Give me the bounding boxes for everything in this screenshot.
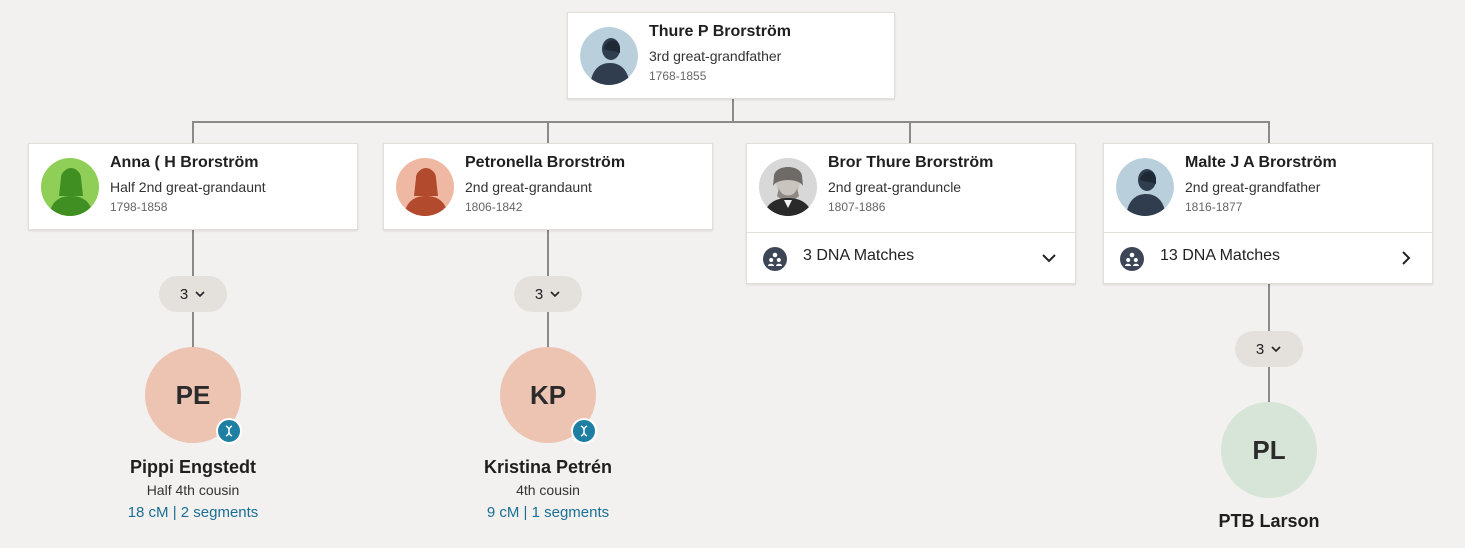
person-card-bror[interactable]: Bror Thure Brorström 2nd great-granduncl…	[746, 143, 1076, 284]
match-initials: PL	[1252, 434, 1286, 465]
chevron-right-icon	[1402, 251, 1411, 265]
person-relationship: 2nd great-granduncle	[828, 179, 962, 195]
match-relationship: 4th cousin	[516, 482, 580, 498]
match-name[interactable]: Pippi Engstedt	[130, 457, 256, 477]
chevron-down-icon	[1271, 346, 1281, 353]
connector-child-4	[1268, 121, 1270, 145]
person-card-petronella[interactable]: Petronella Brorström 2nd great-grandaunt…	[383, 143, 713, 230]
connector-child-3	[909, 121, 911, 145]
match-initials: PE	[175, 379, 211, 410]
dna-matches-label: 3 DNA Matches	[803, 247, 915, 264]
count-value: 3	[179, 285, 189, 303]
dna-helix-icon	[571, 418, 597, 444]
person-name[interactable]: Petronella Brorström	[465, 154, 626, 171]
male-silhouette-icon	[580, 27, 638, 85]
person-relationship: 3rd great-grandfather	[649, 48, 782, 64]
connector-horizontal	[192, 121, 1270, 123]
female-silhouette-icon	[41, 158, 99, 216]
person-card-root[interactable]: Thure P Brorström 3rd great-grandfather …	[567, 12, 895, 99]
dna-matches-toggle[interactable]: 3 DNA Matches	[747, 232, 1075, 285]
dna-matches-link[interactable]: 13 DNA Matches	[1104, 232, 1432, 285]
match-name[interactable]: PTB Larson	[1218, 511, 1320, 531]
person-dates: 1798-1858	[110, 200, 168, 214]
chevron-down-icon	[550, 291, 560, 298]
person-dates: 1768-1855	[649, 69, 707, 83]
count-value: 3	[1255, 340, 1265, 358]
expand-count-pill-anna[interactable]: 3	[159, 276, 227, 312]
connector-child-1	[192, 121, 194, 145]
match-shared-dna-link[interactable]: 9 cM | 1 segments	[486, 504, 610, 521]
male-silhouette-icon	[1116, 158, 1174, 216]
expand-count-pill-petronella[interactable]: 3	[514, 276, 582, 312]
people-group-icon	[1120, 247, 1144, 271]
person-relationship: 2nd great-grandfather	[1185, 179, 1321, 195]
connector-root-down	[732, 98, 734, 122]
portrait-photo	[759, 158, 817, 216]
dna-matches-label: 13 DNA Matches	[1160, 247, 1281, 264]
match-relationship: Half 4th cousin	[146, 482, 240, 498]
person-relationship: Half 2nd great-grandaunt	[110, 179, 266, 195]
female-silhouette-icon	[396, 158, 454, 216]
person-dates: 1806-1842	[465, 200, 523, 214]
count-value: 3	[534, 285, 544, 303]
person-dates: 1816-1877	[1185, 200, 1243, 214]
chevron-down-icon	[1042, 254, 1056, 263]
match-shared-dna-link[interactable]: 18 cM | 2 segments	[127, 504, 259, 521]
chevron-down-icon	[195, 291, 205, 298]
connector-child-2	[547, 121, 549, 145]
match-avatar-pl[interactable]: PL	[1221, 402, 1317, 498]
expand-count-pill-malte[interactable]: 3	[1235, 331, 1303, 367]
person-relationship: 2nd great-grandaunt	[465, 179, 592, 195]
match-initials: KP	[529, 379, 567, 410]
people-group-icon	[763, 247, 787, 271]
person-card-anna[interactable]: Anna ( H Brorström Half 2nd great-granda…	[28, 143, 358, 230]
person-card-malte[interactable]: Malte J A Brorström 2nd great-grandfathe…	[1103, 143, 1433, 284]
person-name[interactable]: Malte J A Brorström	[1185, 154, 1337, 171]
person-name[interactable]: Anna ( H Brorström	[110, 154, 259, 171]
person-name[interactable]: Bror Thure Brorström	[828, 154, 994, 171]
dna-helix-icon	[216, 418, 242, 444]
match-name[interactable]: Kristina Petrén	[483, 457, 613, 477]
person-name[interactable]: Thure P Brorström	[649, 23, 791, 40]
person-dates: 1807-1886	[828, 200, 886, 214]
